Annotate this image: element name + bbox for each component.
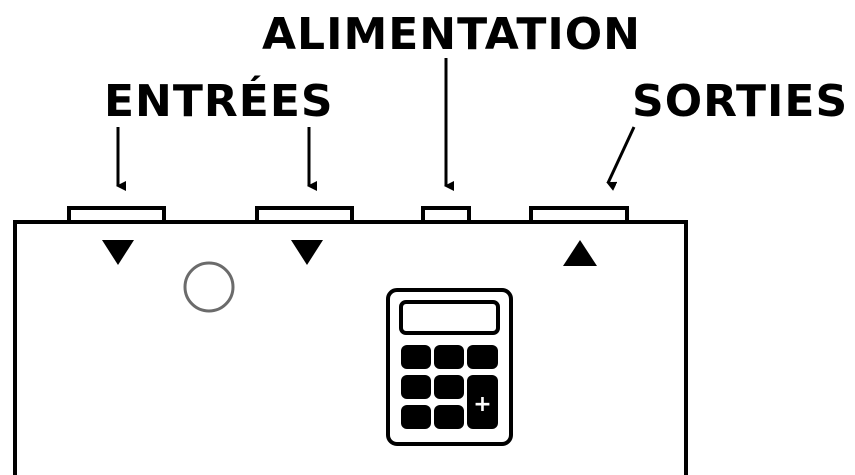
input-direction-marker-1 bbox=[102, 240, 134, 265]
input-port-2 bbox=[255, 206, 354, 224]
outputs-arrow bbox=[606, 126, 636, 191]
output-direction-marker bbox=[563, 240, 597, 266]
calculator-plus-symbol: + bbox=[473, 392, 491, 417]
calculator-key bbox=[467, 345, 498, 369]
power-port bbox=[421, 206, 471, 224]
outputs-label: SORTIES bbox=[632, 76, 849, 127]
calculator-key bbox=[401, 405, 431, 429]
calculator-key bbox=[401, 345, 431, 369]
calculator-key bbox=[434, 405, 464, 429]
input-direction-marker-2 bbox=[291, 240, 323, 265]
calculator-key bbox=[434, 375, 464, 399]
calculator-display bbox=[399, 300, 500, 335]
calculator-key bbox=[401, 375, 431, 399]
round-button bbox=[183, 261, 235, 313]
power-label: ALIMENTATION bbox=[262, 9, 641, 60]
inputs-label: ENTRÉES bbox=[104, 76, 334, 127]
calculator-plus-key bbox=[467, 375, 498, 429]
input-port-1 bbox=[67, 206, 166, 224]
calculator-key bbox=[434, 345, 464, 369]
output-port bbox=[529, 206, 629, 224]
calculator-icon: + bbox=[386, 288, 513, 446]
